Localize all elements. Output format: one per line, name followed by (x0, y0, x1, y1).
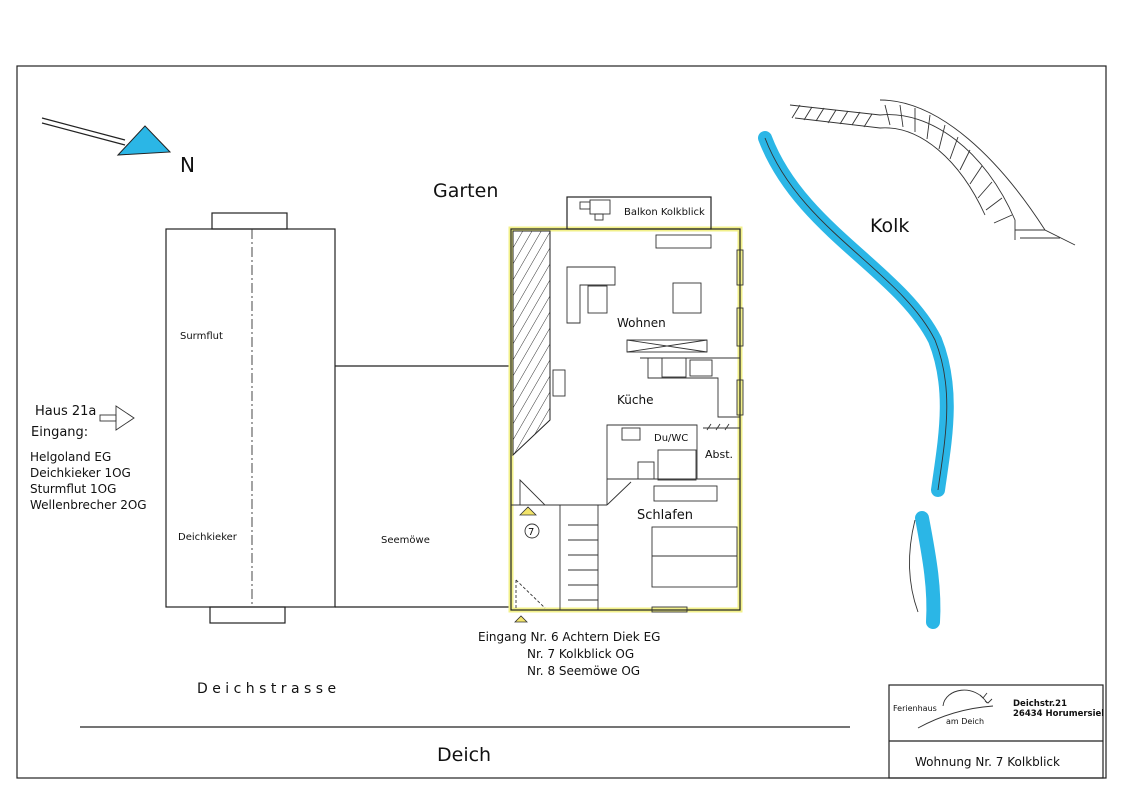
drawing-frame (16, 65, 1107, 779)
entrance-arrow-icon (99, 405, 135, 431)
unit-number-marker (524, 523, 540, 539)
balcony (566, 196, 712, 230)
house-seemoewe (335, 365, 511, 608)
garden-label: Garten (433, 180, 498, 202)
kolk-water (758, 131, 954, 629)
house-21a-entrance-label: Eingang: (31, 425, 88, 440)
logo-word-ferienhaus: Ferienhaus (893, 704, 937, 713)
entrance-line: Nr. 7 Kolkblick OG (527, 647, 634, 661)
unit-number: 7 (528, 527, 534, 538)
room-label-wohnen: Wohnen (617, 316, 666, 330)
house-label-surmflut: Surmflut (180, 331, 223, 342)
entrance-line: Eingang Nr. 6 Achtern Diek EG (478, 630, 660, 644)
address-line-1: Deichstr.21 (1013, 699, 1067, 709)
balcony-label: Balkon Kolkblick (624, 207, 705, 218)
house-label-seemoewe: Seemöwe (381, 535, 430, 546)
room-label-schlafen: Schlafen (637, 508, 693, 523)
logo-word-am-deich: am Deich (946, 717, 984, 726)
ferienhaus-logo (917, 689, 994, 729)
north-arrow-icon (41, 117, 172, 156)
house-21a-unit: Helgoland EG (30, 450, 111, 464)
dike-label: Deich (437, 744, 491, 766)
plan-caption: Wohnung Nr. 7 Kolkblick (915, 755, 1060, 769)
house-21a (165, 212, 336, 624)
room-label-kueche: Küche (617, 393, 653, 407)
kolk-label: Kolk (870, 215, 909, 237)
entrance-line: Nr. 8 Seemöwe OG (527, 664, 640, 678)
house-21a-unit: Sturmflut 1OG (30, 482, 116, 496)
entrance-marker-icon (514, 615, 528, 623)
title-block: Ferienhaus am Deich Deichstr.21 26434 Ho… (888, 684, 1104, 779)
house-21a-unit: Wellenbrecher 2OG (30, 498, 147, 512)
room-label-bath: Du/WC (654, 433, 688, 444)
address-line-2: 26434 Horumersiel (1013, 709, 1104, 719)
house-21a-unit: Deichkieker 1OG (30, 466, 131, 480)
street-label: D e i c h s t r a s s e (197, 681, 336, 697)
bridge (789, 99, 1076, 246)
house-label-deichkieker: Deichkieker (178, 532, 238, 543)
room-label-storage: Abst. (705, 448, 733, 461)
north-label: N (180, 153, 195, 177)
house-21a-title: Haus 21a (35, 404, 96, 419)
apartment-kolkblick (508, 196, 744, 613)
